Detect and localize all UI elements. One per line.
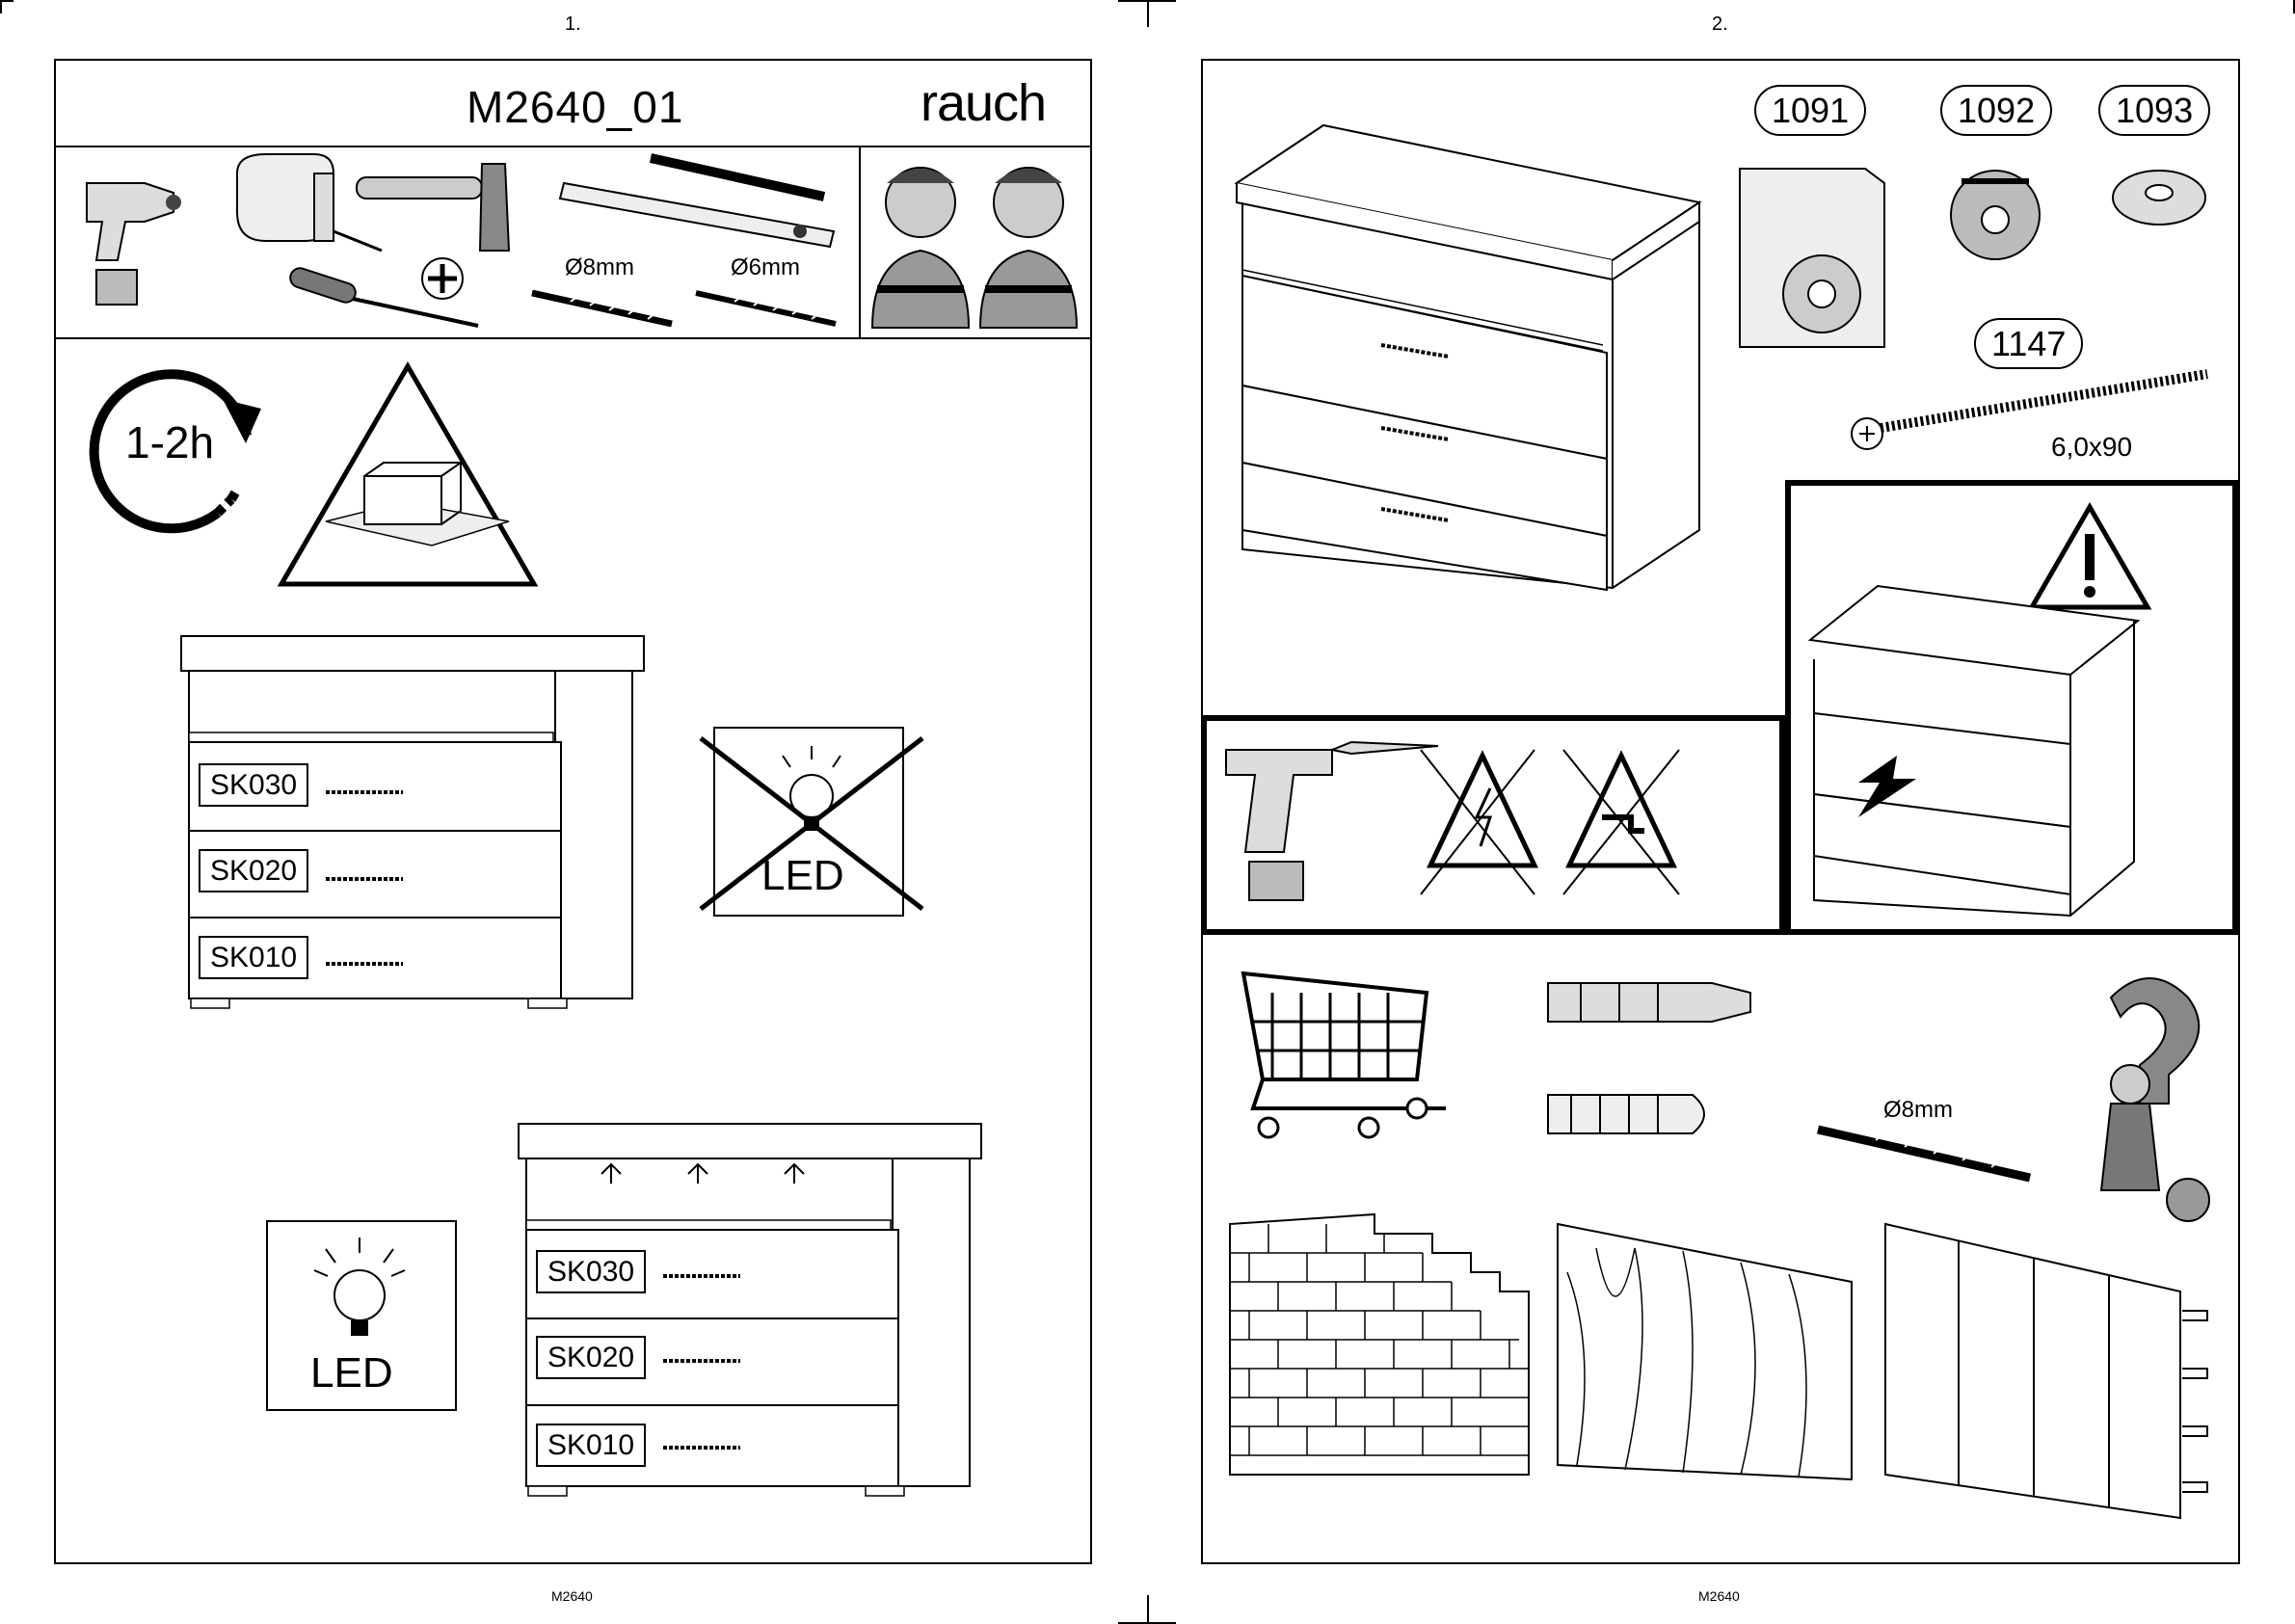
help-person-question-icon bbox=[2082, 959, 2227, 1229]
drawer-label: SK030 bbox=[199, 763, 308, 807]
drill-bit-size-label: Ø8mm bbox=[565, 254, 634, 281]
part-1091-icon bbox=[1735, 159, 1894, 352]
part-number-1091: 1091 bbox=[1754, 85, 1866, 136]
divider bbox=[54, 337, 1092, 339]
screw-size: 6,0x90 bbox=[2051, 432, 2132, 463]
crop-mark bbox=[1118, 0, 1176, 2]
warning-box bbox=[1785, 480, 2238, 935]
drawer-warning-drawing bbox=[1791, 486, 2234, 929]
brick-wall-icon bbox=[1230, 1214, 1529, 1484]
divider bbox=[54, 146, 1092, 147]
drill-bit-8mm-icon bbox=[1818, 1126, 2035, 1184]
two-persons-icon bbox=[867, 154, 1084, 333]
drawer-label: SK020 bbox=[199, 849, 308, 892]
page-footer: M2640 bbox=[1698, 1588, 1740, 1604]
page-number: 1. bbox=[565, 13, 581, 36]
part-number-1093: 1093 bbox=[2098, 85, 2210, 136]
drill-bit-6mm-icon bbox=[696, 289, 841, 328]
part-1093-icon bbox=[2106, 164, 2212, 231]
led-label: LED bbox=[761, 852, 844, 900]
cordless-drill-icon bbox=[67, 164, 183, 318]
screw-icon bbox=[1846, 364, 2212, 456]
led-label: LED bbox=[310, 1349, 393, 1398]
page-footer: M2640 bbox=[551, 1588, 593, 1604]
spirit-level-and-pencil-icon bbox=[564, 154, 843, 251]
drawer-label: SK010 bbox=[536, 1424, 646, 1467]
drill-warning-drawing bbox=[1207, 721, 1785, 933]
divider bbox=[859, 146, 861, 337]
drill-bit-size-label: Ø8mm bbox=[1883, 1097, 1953, 1124]
drawer-label: SK010 bbox=[199, 936, 308, 979]
crop-mark bbox=[1147, 0, 1149, 27]
phillips-cross-icon bbox=[420, 256, 465, 301]
drill-bit-8mm-icon bbox=[532, 289, 677, 328]
drill-bit-size-label: Ø6mm bbox=[731, 254, 800, 281]
part-number-1147: 1147 bbox=[1974, 318, 2083, 369]
wooden-wall-icon bbox=[1558, 1224, 1856, 1484]
electric-water-warning-box bbox=[1201, 715, 1785, 935]
page-number: 2. bbox=[1712, 13, 1728, 36]
wall-plug-icon bbox=[1542, 964, 1764, 1031]
panel-wall-icon bbox=[1881, 1224, 2214, 1532]
document-title: M2640_01 bbox=[467, 81, 683, 133]
drawer-label: SK030 bbox=[536, 1250, 646, 1293]
shopping-cart-icon bbox=[1234, 964, 1455, 1166]
part-1092-icon bbox=[1942, 152, 2048, 278]
part-number-1092: 1092 bbox=[1940, 85, 2052, 136]
crop-mark bbox=[0, 0, 13, 2]
dresser-drawing bbox=[1237, 125, 1709, 598]
crop-mark bbox=[1147, 1595, 1149, 1624]
drawer-label: SK020 bbox=[536, 1336, 646, 1379]
crop-mark bbox=[0, 0, 2, 13]
brand-logo: rauch bbox=[921, 73, 1046, 133]
hammer-icon bbox=[357, 164, 530, 260]
assembly-on-soft-surface-icon bbox=[278, 362, 538, 589]
assembly-time: 1-2h bbox=[125, 416, 214, 468]
wall-anchor-icon bbox=[1542, 1079, 1721, 1147]
